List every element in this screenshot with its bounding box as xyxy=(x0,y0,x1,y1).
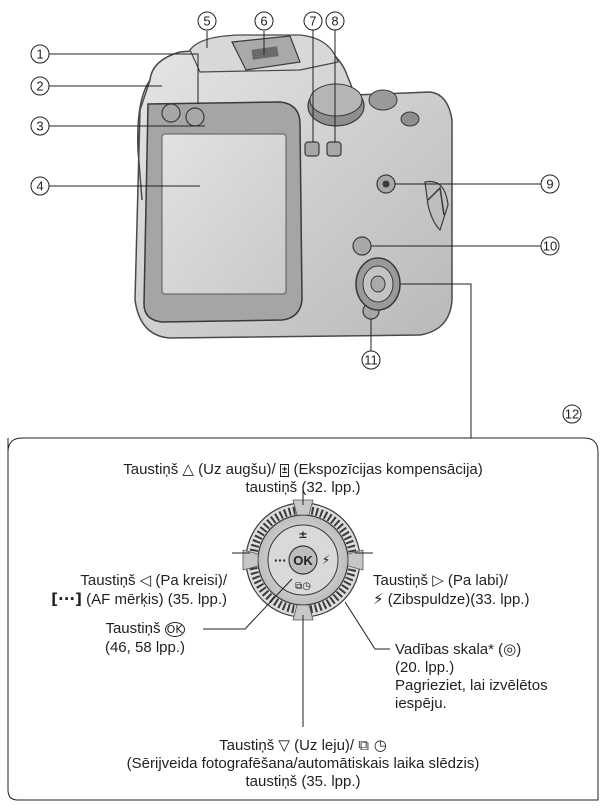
callout-6: 6 xyxy=(254,11,274,31)
button-1 xyxy=(185,107,205,127)
callout-circle xyxy=(361,350,381,370)
callout-number: 4 xyxy=(36,179,43,194)
callout-circle xyxy=(30,76,50,96)
up-key-label: Taustiņš △ (Uz augšu)/ ± (Ekspozīcijas k… xyxy=(123,461,483,496)
callout-circle xyxy=(325,11,345,31)
detail-box xyxy=(7,437,599,801)
dial-right-mark: ⚡ xyxy=(322,553,330,567)
movie-button-dot xyxy=(382,180,390,188)
dial-center-mark: OK xyxy=(293,553,313,568)
callout-number: 9 xyxy=(546,177,553,192)
callout-number: 11 xyxy=(364,353,378,368)
callout-3: 3 xyxy=(30,116,50,136)
down-key-label: Taustiņš ▽ (Uz leju)/ ⧉ ◷ (Sērijveida fo… xyxy=(126,736,480,790)
callout-circle xyxy=(540,174,560,194)
button-10 xyxy=(352,236,372,256)
callout-circle xyxy=(254,11,274,31)
callout-8: 8 xyxy=(325,11,345,31)
callout-number: 10 xyxy=(543,239,557,254)
callout-circle xyxy=(303,11,323,31)
detail-leaders xyxy=(203,487,390,727)
callout-10: 10 xyxy=(540,236,560,256)
callout-circle xyxy=(197,11,217,31)
exposure-comp-icon: ± xyxy=(279,464,290,477)
ok-icon: OK xyxy=(164,622,185,637)
monitor xyxy=(143,101,303,323)
callout-circle xyxy=(30,44,50,64)
callout-2: 2 xyxy=(30,76,50,96)
callout-circle xyxy=(540,236,560,256)
control-dial-icon: ◎ xyxy=(503,640,517,658)
button-2 xyxy=(161,103,181,123)
control-dial-label: Vadības skala* (◎) (20. lpp.) Pagrieziet… xyxy=(395,640,548,712)
callout-number: 12 xyxy=(565,407,579,422)
ok-key-label: Taustiņš OK (46, 58 lpp.) xyxy=(104,620,186,656)
right-key-label: Taustiņš ▷ (Pa labi)/ ⚡ (Zibspuldze)(33.… xyxy=(373,572,530,608)
callout-circle xyxy=(30,176,50,196)
callout-circle xyxy=(562,404,582,424)
callout-number: 2 xyxy=(36,79,43,94)
callout-number: 6 xyxy=(260,14,267,29)
dial-top-mark: ± xyxy=(298,528,307,541)
callout-7: 7 xyxy=(303,11,323,31)
dial-left-mark: ··· xyxy=(274,554,287,567)
flash-icon: ⚡ xyxy=(373,590,384,608)
af-target-icon: [···] xyxy=(51,590,82,608)
button-7 xyxy=(304,141,320,157)
callout-11: 11 xyxy=(361,350,381,370)
callout-number: 1 xyxy=(36,47,43,62)
button-8 xyxy=(326,141,342,157)
callout-9: 9 xyxy=(540,174,560,194)
callout-5: 5 xyxy=(197,11,217,31)
callout-12: 12 xyxy=(562,404,582,424)
drive-selftimer-icon: ⧉ ◷ xyxy=(358,736,387,754)
callout-number: 7 xyxy=(309,14,316,29)
callout-1: 1 xyxy=(30,44,50,64)
left-key-label: Taustiņš ◁ (Pa kreisi)/ [···] (AF mērķis… xyxy=(51,572,227,608)
arrow-pad: OK ± ··· ⚡ ⧉◷ xyxy=(242,499,364,621)
callout-number: 3 xyxy=(36,119,43,134)
dial-bottom-mark: ⧉◷ xyxy=(295,581,311,592)
body-control-dial xyxy=(355,257,401,311)
callout-circle xyxy=(30,116,50,136)
callout-number: 8 xyxy=(331,14,338,29)
callout-4: 4 xyxy=(30,176,50,196)
leader-lines xyxy=(49,30,541,438)
callout-number: 5 xyxy=(203,14,210,29)
